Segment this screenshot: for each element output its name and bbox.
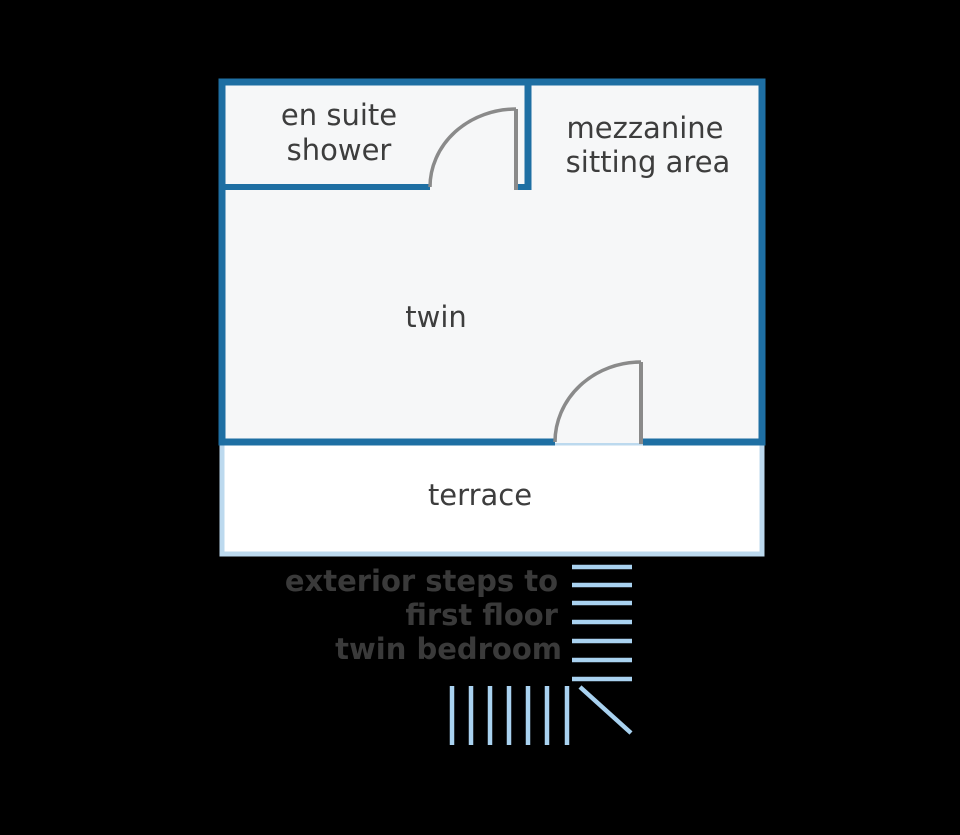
shower-label-line2: shower: [287, 133, 392, 167]
terrace-area: [219, 440, 765, 557]
mezzanine-label-line2: sitting area: [566, 145, 731, 179]
mezzanine-label-line1: mezzanine: [567, 111, 724, 145]
outer-walls: [218, 78, 766, 446]
stair-landing-diagonal: [578, 685, 633, 735]
steps-label-line3: twin bedroom: [335, 632, 562, 666]
stair-run-horizontal: [449, 686, 570, 745]
steps-label-line2: first floor: [405, 598, 558, 632]
shower-label-line1: en suite: [281, 98, 397, 132]
steps-label-line1: exterior steps to: [285, 564, 558, 598]
shower-door: [428, 107, 518, 190]
terrace-door: [553, 360, 643, 444]
stair-run-vertical: [572, 564, 632, 682]
twin-label: twin: [405, 300, 467, 334]
terrace-label: terrace: [428, 478, 532, 512]
building-interior: [222, 82, 762, 443]
